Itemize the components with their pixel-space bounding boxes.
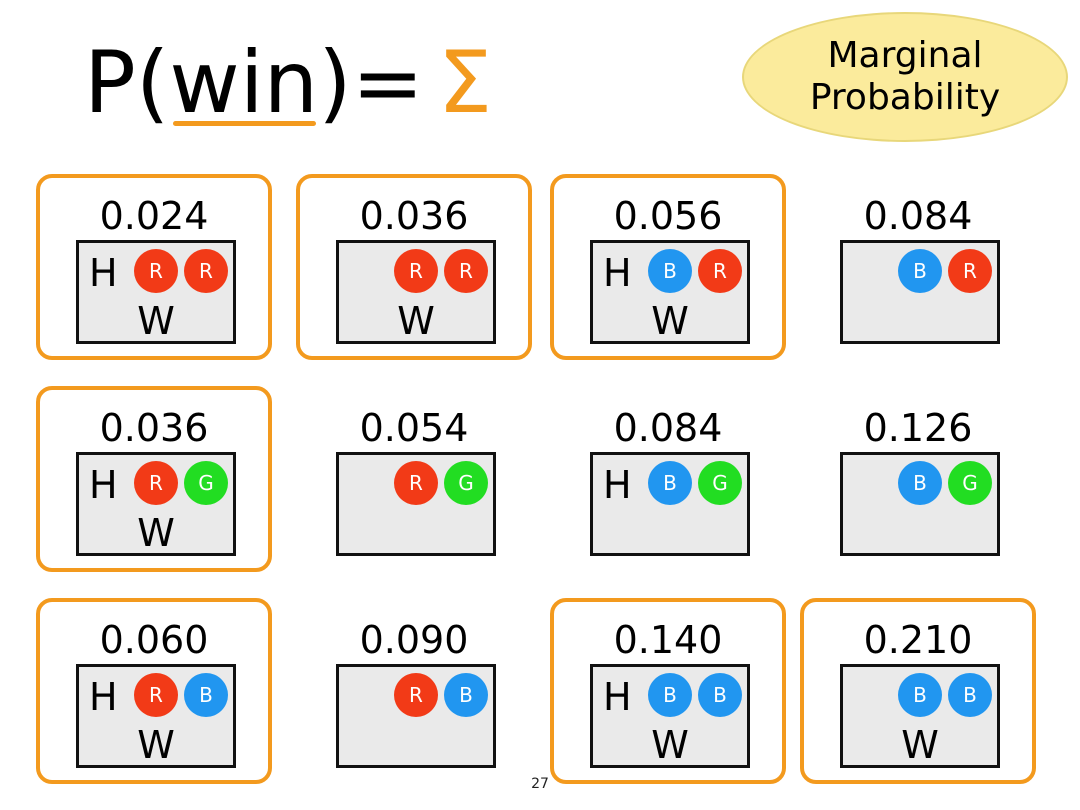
probability-value: 0.084 [613, 406, 723, 450]
probability-value: 0.056 [613, 194, 723, 238]
ball-g: G [948, 461, 992, 505]
ball-r: R [394, 673, 438, 717]
ball-b: B [898, 673, 942, 717]
probability-value: 0.054 [359, 406, 469, 450]
title-prefix: P( [84, 33, 170, 133]
label-w: W [137, 299, 175, 343]
ball-r: R [134, 249, 178, 293]
slide-number: 27 [531, 776, 549, 792]
ball-b: B [898, 249, 942, 293]
marginal-probability-badge: Marginal Probability [742, 12, 1068, 142]
ball-g: G [184, 461, 228, 505]
ball-r: R [184, 249, 228, 293]
ball-b: B [648, 249, 692, 293]
ball-b: B [898, 461, 942, 505]
label-h: H [603, 251, 632, 295]
probability-value: 0.036 [99, 406, 209, 450]
label-w: W [397, 299, 435, 343]
badge-line-2: Probability [809, 77, 1001, 118]
ball-r: R [444, 249, 488, 293]
title-suffix: )= [318, 33, 424, 133]
label-w: W [137, 723, 175, 767]
ball-b: B [698, 673, 742, 717]
label-w: W [651, 299, 689, 343]
label-h: H [603, 675, 632, 719]
ball-r: R [948, 249, 992, 293]
probability-value: 0.024 [99, 194, 209, 238]
probability-value: 0.060 [99, 618, 209, 662]
probability-value: 0.084 [863, 194, 973, 238]
ball-b: B [444, 673, 488, 717]
label-h: H [89, 463, 118, 507]
probability-value: 0.210 [863, 618, 973, 662]
label-w: W [651, 723, 689, 767]
probability-value: 0.126 [863, 406, 973, 450]
label-h: H [89, 675, 118, 719]
ball-g: G [444, 461, 488, 505]
ball-b: B [648, 673, 692, 717]
title-variable-win: win [169, 28, 318, 138]
sigma-symbol: Σ [437, 33, 493, 133]
ball-r: R [698, 249, 742, 293]
ball-r: R [134, 461, 178, 505]
probability-value: 0.140 [613, 618, 723, 662]
ball-b: B [948, 673, 992, 717]
label-h: H [89, 251, 118, 295]
ball-r: R [394, 249, 438, 293]
label-h: H [603, 463, 632, 507]
ball-b: B [184, 673, 228, 717]
slide-title: P(win)=Σ [84, 28, 492, 138]
badge-line-1: Marginal [827, 35, 983, 76]
probability-value: 0.036 [359, 194, 469, 238]
ball-r: R [134, 673, 178, 717]
label-w: W [901, 723, 939, 767]
probability-value: 0.090 [359, 618, 469, 662]
ball-g: G [698, 461, 742, 505]
ball-r: R [394, 461, 438, 505]
ball-b: B [648, 461, 692, 505]
label-w: W [137, 511, 175, 555]
